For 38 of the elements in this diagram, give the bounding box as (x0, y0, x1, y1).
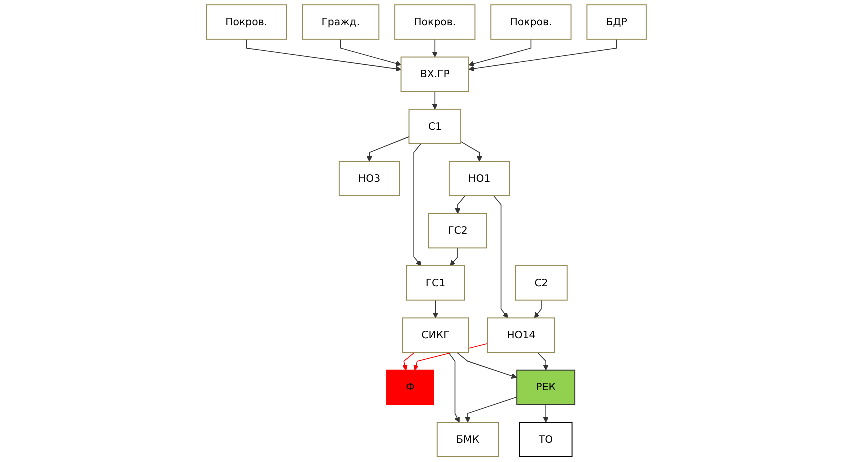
arrow (246, 39, 402, 72)
node-box: СИКГ (402, 318, 470, 354)
arrow (432, 39, 438, 58)
node-box: ГС2 (428, 213, 488, 249)
arrow (537, 352, 549, 371)
arrow (448, 352, 460, 423)
node-box: С2 (515, 266, 568, 301)
node-box: Покров. (490, 4, 572, 40)
arrow (460, 141, 482, 162)
arrow (450, 248, 458, 266)
arrow (456, 352, 518, 379)
node-box: С1 (408, 108, 462, 144)
arrow (402, 352, 416, 371)
arrow (455, 196, 466, 214)
arrow (366, 136, 410, 162)
arrow (432, 300, 439, 318)
arrow (534, 300, 542, 318)
node-box: Покров. (394, 4, 476, 40)
node-box: Ф (386, 370, 434, 406)
node-box: БДР (586, 4, 647, 40)
node-box: Гражд. (302, 4, 380, 40)
arrow (414, 143, 422, 266)
node-box: НО1 (448, 161, 510, 196)
node-box: Покров. (206, 4, 288, 40)
node-box: ВХ.ГР (400, 56, 470, 92)
node-box: НО14 (488, 318, 556, 354)
arrow (465, 396, 518, 423)
arrow (468, 39, 532, 67)
node-box: БМК (436, 422, 500, 458)
arrow (468, 39, 618, 72)
arrow (543, 404, 549, 423)
node-box: РЕК (516, 370, 576, 406)
node-box: ГС1 (406, 266, 466, 301)
arrow (493, 196, 508, 318)
arrow (432, 91, 438, 110)
node-box: ТО (519, 422, 573, 458)
node-box: НО3 (338, 161, 400, 196)
arrow (340, 39, 402, 66)
